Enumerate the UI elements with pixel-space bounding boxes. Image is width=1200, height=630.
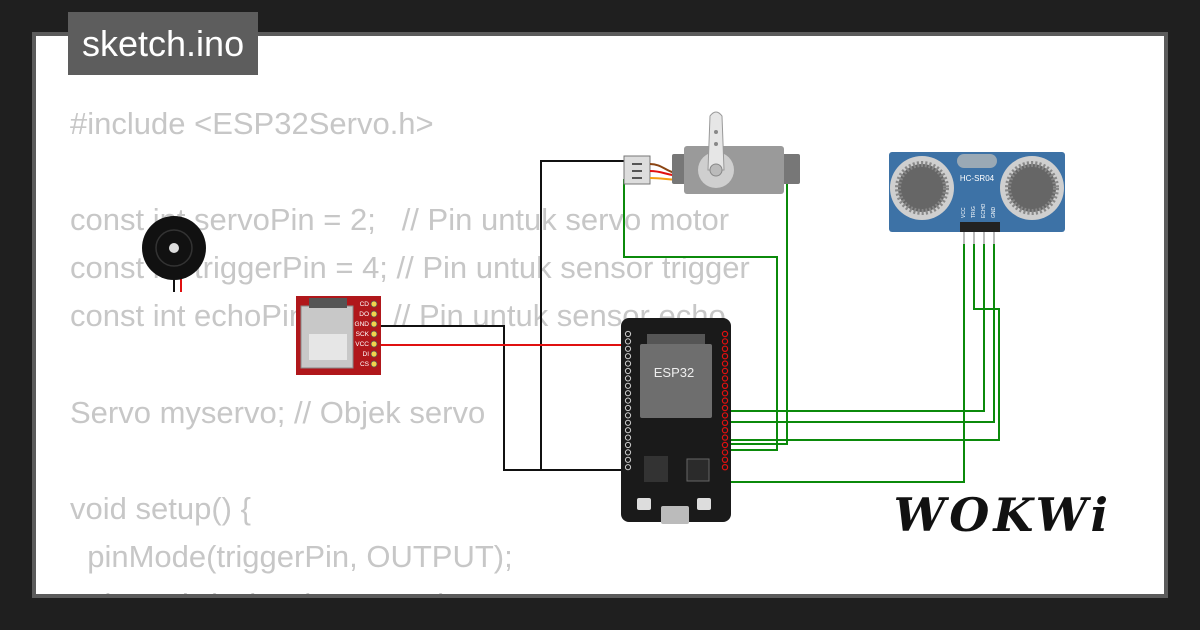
esp32-pin[interactable] xyxy=(721,419,729,426)
esp32-pin[interactable] xyxy=(721,397,729,404)
esp32-pin[interactable] xyxy=(624,449,632,456)
esp32-pin[interactable] xyxy=(624,427,632,434)
esp32-pin[interactable] xyxy=(624,382,632,389)
sd-pin-label: DO xyxy=(359,311,369,318)
esp32-pin[interactable] xyxy=(721,330,729,338)
wire-green-sensor-vcc xyxy=(726,232,965,483)
esp32-pin[interactable] xyxy=(721,412,729,419)
esp32-pin[interactable] xyxy=(624,397,632,404)
sensor-pin-label: VCC xyxy=(961,207,967,218)
sensor-pin-label: GND xyxy=(991,207,997,219)
esp32-pin[interactable] xyxy=(721,434,729,441)
esp32-pin[interactable] xyxy=(721,449,729,456)
esp32-pin[interactable] xyxy=(721,464,729,471)
sensor-pin-label: TRIG xyxy=(971,206,977,218)
esp32-pin[interactable] xyxy=(624,419,632,426)
esp32-pin[interactable] xyxy=(624,353,632,360)
sd-pin-label: GND xyxy=(355,321,370,328)
esp32-pin[interactable] xyxy=(624,464,632,471)
esp32-pin[interactable] xyxy=(624,390,632,397)
code-line: pinMode(echoPin, INPUT); xyxy=(70,581,750,594)
wire-black-sd-gnd xyxy=(374,325,624,471)
esp32-pin[interactable] xyxy=(721,427,729,434)
esp32-pin[interactable] xyxy=(721,441,729,449)
code-line: #include <ESP32Servo.h> xyxy=(70,106,434,141)
wokwi-logo: WOKWi xyxy=(893,488,1112,542)
esp32-pin[interactable] xyxy=(721,404,729,412)
esp32-pin[interactable] xyxy=(624,330,632,338)
esp32-pin[interactable] xyxy=(721,367,729,375)
esp32-pin[interactable] xyxy=(624,404,632,412)
sensor-pin-label: ECHO xyxy=(981,203,987,218)
esp32-board[interactable]: ESP32 xyxy=(621,318,731,524)
wire-green-sensor-echo xyxy=(726,232,985,412)
sd-pin-label: CD xyxy=(360,301,370,308)
esp32-pin[interactable] xyxy=(624,412,632,419)
esp32-pin[interactable] xyxy=(721,345,729,352)
ultrasonic-sensor[interactable]: HC-SR04 VCC TRIG ECHO GND xyxy=(889,152,1065,244)
esp32-pin[interactable] xyxy=(624,441,632,449)
code-line: Servo myservo; // Objek servo xyxy=(70,394,486,430)
circuit-diagram: CD DO GND SCK VCC DI CS xyxy=(142,111,1065,524)
esp32-pin[interactable] xyxy=(624,456,632,463)
servo-motor[interactable] xyxy=(623,111,800,194)
code-line: const int servoPin = 2; // Pin untuk ser… xyxy=(70,202,730,238)
wire-green-sensor-gnd xyxy=(726,232,995,423)
esp32-pin[interactable] xyxy=(624,338,632,345)
sd-pin-label: CS xyxy=(360,361,370,368)
file-tab[interactable]: sketch.ino xyxy=(68,12,259,75)
esp32-label: ESP32 xyxy=(654,365,694,380)
esp32-pin[interactable] xyxy=(721,353,729,360)
code-line: pinMode(triggerPin, OUTPUT); xyxy=(70,538,513,574)
esp32-pin[interactable] xyxy=(624,360,632,367)
esp32-pin[interactable] xyxy=(624,434,632,441)
esp32-pin[interactable] xyxy=(721,375,729,382)
sd-card-module[interactable]: CD DO GND SCK VCC DI CS xyxy=(296,296,381,375)
sensor-label: HC-SR04 xyxy=(960,174,995,183)
esp32-pin[interactable] xyxy=(721,360,729,367)
esp32-pin[interactable] xyxy=(721,338,729,345)
esp32-pin[interactable] xyxy=(721,390,729,397)
esp32-pin[interactable] xyxy=(624,375,632,382)
sd-pin-label: SCK xyxy=(356,331,370,338)
buzzer[interactable] xyxy=(142,216,206,292)
esp32-pin[interactable] xyxy=(624,367,632,375)
esp32-pin[interactable] xyxy=(721,382,729,389)
code-preview: #include <ESP32Servo.h> const int servoPi… xyxy=(70,100,750,594)
code-line: void setup() { xyxy=(70,490,251,526)
wire-green-sensor-trig xyxy=(726,232,1000,441)
sd-pin-label: DI xyxy=(363,351,370,358)
esp32-pin[interactable] xyxy=(721,456,729,463)
esp32-pin[interactable] xyxy=(624,345,632,352)
wire-black-servo-gnd xyxy=(540,160,624,471)
canvas-card: #include <ESP32Servo.h> const int servoPi… xyxy=(32,32,1168,598)
wire-green-servo-signal xyxy=(623,179,778,451)
sd-pin-label: VCC xyxy=(355,341,369,348)
